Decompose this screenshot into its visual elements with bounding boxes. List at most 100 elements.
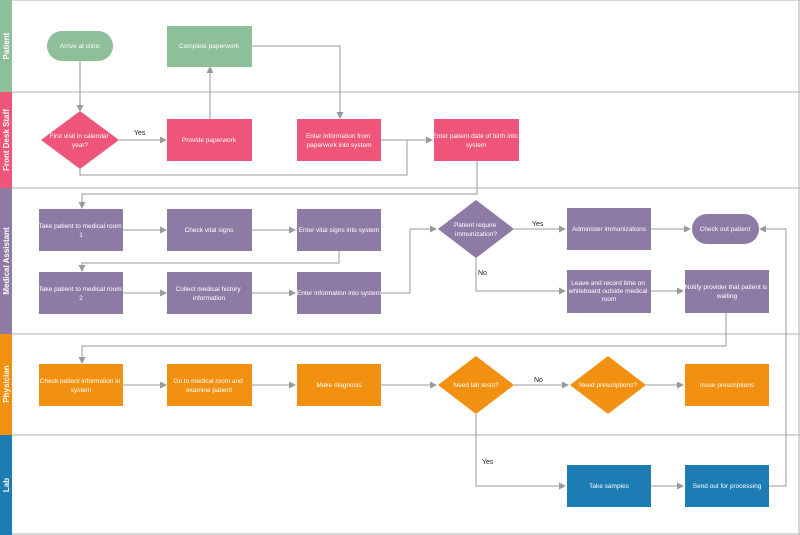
node-label-line: Need lab tests? — [453, 382, 499, 389]
node-go-to-room: Go to medical room and examine patient — [167, 364, 252, 406]
node-leave-and-record: Leave and record time on whiteboard outs… — [567, 270, 651, 313]
edge-enterinfo-immunization — [381, 225, 437, 294]
edge-entervitals-room2 — [78, 251, 340, 272]
node-provide-paperwork: Provide paperwork — [167, 119, 252, 161]
connectors — [76, 45, 787, 490]
node-label: Provide paperwork — [182, 137, 237, 144]
node-take-room-2: Take patient to medical room 2 — [39, 272, 124, 314]
lane-lab-band — [0, 435, 12, 535]
decision-shape — [570, 356, 646, 414]
node-label-line: waiting — [716, 293, 738, 300]
lane-front-desk: Front Desk Staff — [0, 92, 800, 189]
process-shape — [297, 209, 381, 251]
node-label: Enter patient date of birth into system — [432, 133, 519, 149]
process-shape — [685, 465, 769, 507]
node-label-line: Enter information into system — [297, 290, 381, 297]
node-check-out-patient: Check out patient — [692, 214, 759, 244]
edge-enterdob-room1 — [78, 161, 478, 209]
lane-front-desk-label: Front Desk Staff — [2, 109, 11, 171]
node-label: Issue prescriptions — [700, 382, 755, 389]
lane-medical-assistant: Medical Assistant — [0, 188, 800, 335]
node-label: Take patient to medical room 1 — [39, 223, 124, 239]
process-shape — [39, 272, 123, 314]
process-shape — [39, 209, 123, 251]
node-label-line: Enter information from — [306, 133, 370, 140]
node-label-line: Notify provider that patient is — [685, 284, 768, 291]
node-enter-dob: Enter patient date of birth into system — [432, 119, 519, 161]
lane-lab: Lab — [0, 435, 12, 535]
node-label-line: Patient require — [454, 222, 497, 229]
node-label: Patient require immunization? — [454, 222, 498, 238]
node-label: Enter information from paperwork into sy… — [306, 133, 372, 149]
node-label-line: Enter patient date of birth into — [432, 133, 518, 140]
lane-medical-assistant-band — [0, 188, 12, 334]
node-check-patient-info: Check patient information in system — [39, 364, 123, 406]
decision-shape — [41, 111, 119, 169]
process-shape — [567, 465, 651, 507]
edge-notify-checkinfo — [78, 313, 727, 364]
process-shape — [167, 26, 252, 67]
node-label-line: information — [193, 295, 226, 302]
node-label-line: Collect medical history — [176, 286, 242, 293]
node-check-vitals: Check vital signs — [167, 209, 252, 251]
lane-physician-label: Physician — [2, 365, 11, 402]
edge-label-first-visit-yes: Yes — [134, 130, 146, 137]
node-prescriptions-decision: Need prescriptions? — [570, 356, 646, 414]
edge-immunization-leave — [475, 258, 566, 295]
node-label: Take samples — [589, 483, 629, 490]
process-shape — [167, 272, 252, 314]
process-shape — [567, 270, 651, 313]
terminator-shape — [692, 214, 759, 244]
node-lab-tests-decision: Need lab tests? — [438, 356, 514, 414]
node-label-line: Enter vital signs into system — [299, 227, 380, 234]
node-label-line: Take patient to medical room — [39, 223, 122, 230]
process-shape — [297, 119, 381, 161]
node-label-line: Provide paperwork — [182, 137, 237, 144]
lane-physician-band — [0, 334, 12, 435]
node-label-line: Arrive at clinic — [60, 43, 101, 50]
node-label-line: Check out patient — [700, 226, 751, 233]
node-complete-paperwork: Complete paperwork — [167, 26, 252, 67]
lane-medical-assistant-label: Medical Assistant — [2, 227, 11, 295]
node-label: Check patient information in system — [40, 378, 122, 394]
node-label: Notify provider that patient is waiting — [685, 284, 769, 300]
node-label: Need prescriptions? — [579, 382, 637, 389]
node-take-room-1: Take patient to medical room 1 — [39, 209, 124, 251]
node-label-line: immunization? — [455, 231, 497, 238]
edge-complete-enterpaperwork — [252, 45, 344, 119]
node-label-line: room — [602, 296, 617, 303]
edge-firstvisit-no-merge — [79, 140, 408, 176]
node-immunization-decision: Patient require immunization? — [438, 200, 514, 258]
process-shape — [167, 209, 252, 251]
node-label-line: Administer immunizations — [572, 226, 647, 233]
node-label-line: Need prescriptions? — [579, 382, 637, 389]
node-label: Need lab tests? — [453, 382, 499, 389]
node-label: Arrive at clinic — [60, 43, 101, 50]
process-shape — [167, 119, 252, 161]
node-label-line: Send out for processing — [693, 483, 762, 490]
node-label: Make diagnosis — [316, 382, 362, 389]
process-shape — [567, 208, 651, 250]
lane-patient-band — [0, 0, 12, 92]
process-shape — [685, 270, 769, 313]
node-make-diagnosis: Make diagnosis — [297, 364, 381, 406]
decision-shape — [438, 356, 514, 414]
node-label: Collect medical history information — [176, 286, 243, 302]
node-label: Check out patient — [700, 226, 751, 233]
node-label-line: paperwork into system — [306, 142, 371, 149]
edge-labq-samples — [475, 414, 566, 490]
node-label-line: Check vital signs — [185, 227, 235, 234]
edge-label-immunization-yes: Yes — [532, 221, 544, 228]
lane-patient: Patient — [0, 0, 800, 93]
node-arrive-at-clinic: Arrive at clinic — [47, 31, 113, 61]
process-shape — [685, 364, 769, 406]
node-label-line: Issue prescriptions — [700, 382, 755, 389]
node-label-line: First visit in calendar — [49, 133, 109, 140]
node-label: Take patient to medical room 2 — [39, 286, 124, 302]
lane-physician: Physician — [0, 334, 800, 436]
node-label: Enter information into system — [297, 290, 381, 297]
node-enter-paperwork-info: Enter information from paperwork into sy… — [297, 119, 381, 161]
node-label-line: Leave and record time on — [571, 280, 645, 287]
node-enter-vitals: Enter vital signs into system — [297, 209, 381, 251]
process-shape — [297, 272, 381, 314]
